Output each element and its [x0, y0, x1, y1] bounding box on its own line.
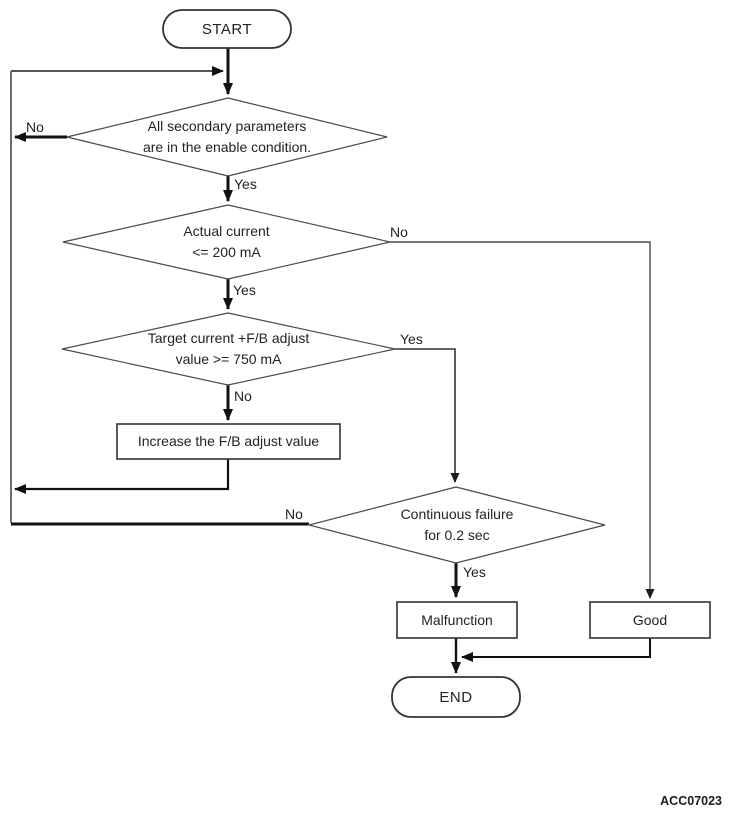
start-terminator-shape [162, 9, 292, 49]
decision-3-shape [61, 312, 396, 386]
good-shape [589, 601, 711, 639]
figure-code: ACC07023 [660, 794, 722, 808]
decision-4-shape [306, 486, 606, 564]
edge-p1-return [14, 459, 230, 494]
edge-d2-no [390, 241, 655, 599]
process-increase-shape [116, 423, 341, 460]
malfunction-shape [396, 601, 518, 639]
edge-good-to-end [461, 638, 651, 662]
decision-2-shape [62, 204, 391, 280]
edge-d3-yes [395, 348, 460, 483]
end-terminator-shape [391, 676, 521, 718]
decision-1-shape [66, 97, 388, 177]
